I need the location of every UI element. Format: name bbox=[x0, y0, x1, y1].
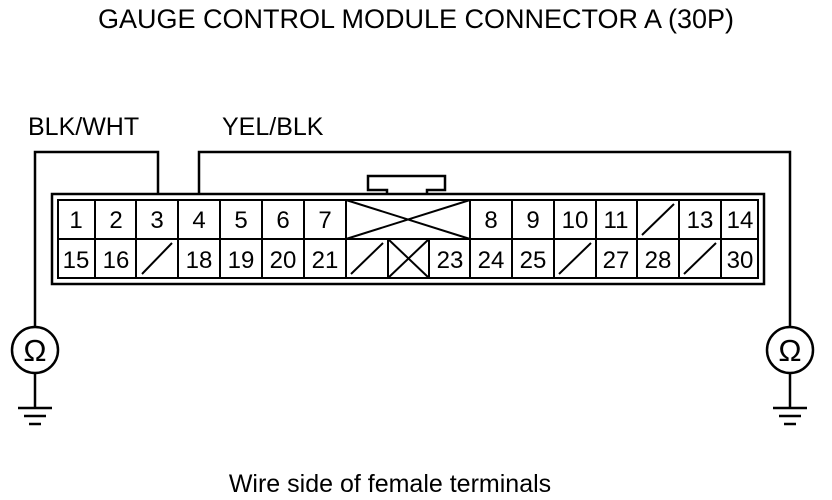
pin-1: 1 bbox=[69, 207, 82, 234]
ground-left-icon bbox=[18, 406, 52, 426]
pin-7: 7 bbox=[318, 207, 331, 234]
pin-4: 4 bbox=[192, 207, 205, 234]
pin-3: 3 bbox=[150, 207, 163, 234]
bottom-row-empty-slot-29 bbox=[683, 242, 717, 275]
top-row-pins: 1 2 3 4 5 6 7 8 9 10 11 13 14 bbox=[69, 207, 753, 234]
ohmmeter-right-icon: Ω bbox=[765, 325, 815, 375]
bottom-row-empty-slot-22a bbox=[350, 242, 384, 275]
ground-right-icon bbox=[773, 406, 807, 426]
pin-9: 9 bbox=[526, 207, 539, 234]
pin-24: 24 bbox=[478, 247, 505, 274]
pin-14: 14 bbox=[727, 207, 754, 234]
pin-11: 11 bbox=[604, 207, 629, 234]
pin-18: 18 bbox=[186, 247, 213, 274]
wire-right bbox=[197, 150, 792, 328]
ohmmeter-left-icon: Ω bbox=[10, 325, 60, 375]
pin-20: 20 bbox=[270, 247, 297, 274]
pin-15: 15 bbox=[63, 247, 90, 274]
bottom-row-empty-slot-26 bbox=[558, 242, 592, 275]
pin-2: 2 bbox=[109, 207, 122, 234]
pin-30: 30 bbox=[727, 247, 754, 274]
ohm-symbol-left: Ω bbox=[23, 333, 46, 368]
pin-10: 10 bbox=[562, 207, 589, 234]
pin-16: 16 bbox=[103, 247, 130, 274]
bottom-row-dividers bbox=[94, 239, 722, 278]
top-row-empty-slot-12 bbox=[641, 203, 675, 236]
bottom-row-pins: 15 16 18 19 20 21 23 24 25 27 28 30 bbox=[63, 247, 754, 274]
ohm-symbol-right: Ω bbox=[778, 333, 801, 368]
connector-body bbox=[50, 192, 766, 286]
diagram-title: GAUGE CONTROL MODULE CONNECTOR A (30P) bbox=[98, 4, 734, 34]
wire-label-right: YEL/BLK bbox=[222, 113, 324, 141]
bottom-row-empty-slot-17 bbox=[141, 242, 173, 275]
wire-label-left: BLK/WHT bbox=[28, 113, 139, 141]
pin-25: 25 bbox=[520, 247, 547, 274]
wire-left bbox=[33, 150, 160, 328]
pin-8: 8 bbox=[484, 207, 497, 234]
pin-5: 5 bbox=[234, 207, 247, 234]
connector-latch bbox=[366, 174, 447, 194]
pin-6: 6 bbox=[276, 207, 289, 234]
pin-27: 27 bbox=[603, 247, 630, 274]
pin-23: 23 bbox=[437, 247, 464, 274]
pin-19: 19 bbox=[228, 247, 255, 274]
pin-28: 28 bbox=[645, 247, 672, 274]
diagram-caption: Wire side of female terminals bbox=[229, 470, 551, 498]
pin-21: 21 bbox=[312, 247, 339, 274]
pin-13: 13 bbox=[687, 207, 714, 234]
top-row-dividers bbox=[94, 200, 722, 239]
top-row-blank-region bbox=[345, 199, 471, 240]
bottom-row-cross-slot bbox=[387, 238, 430, 279]
